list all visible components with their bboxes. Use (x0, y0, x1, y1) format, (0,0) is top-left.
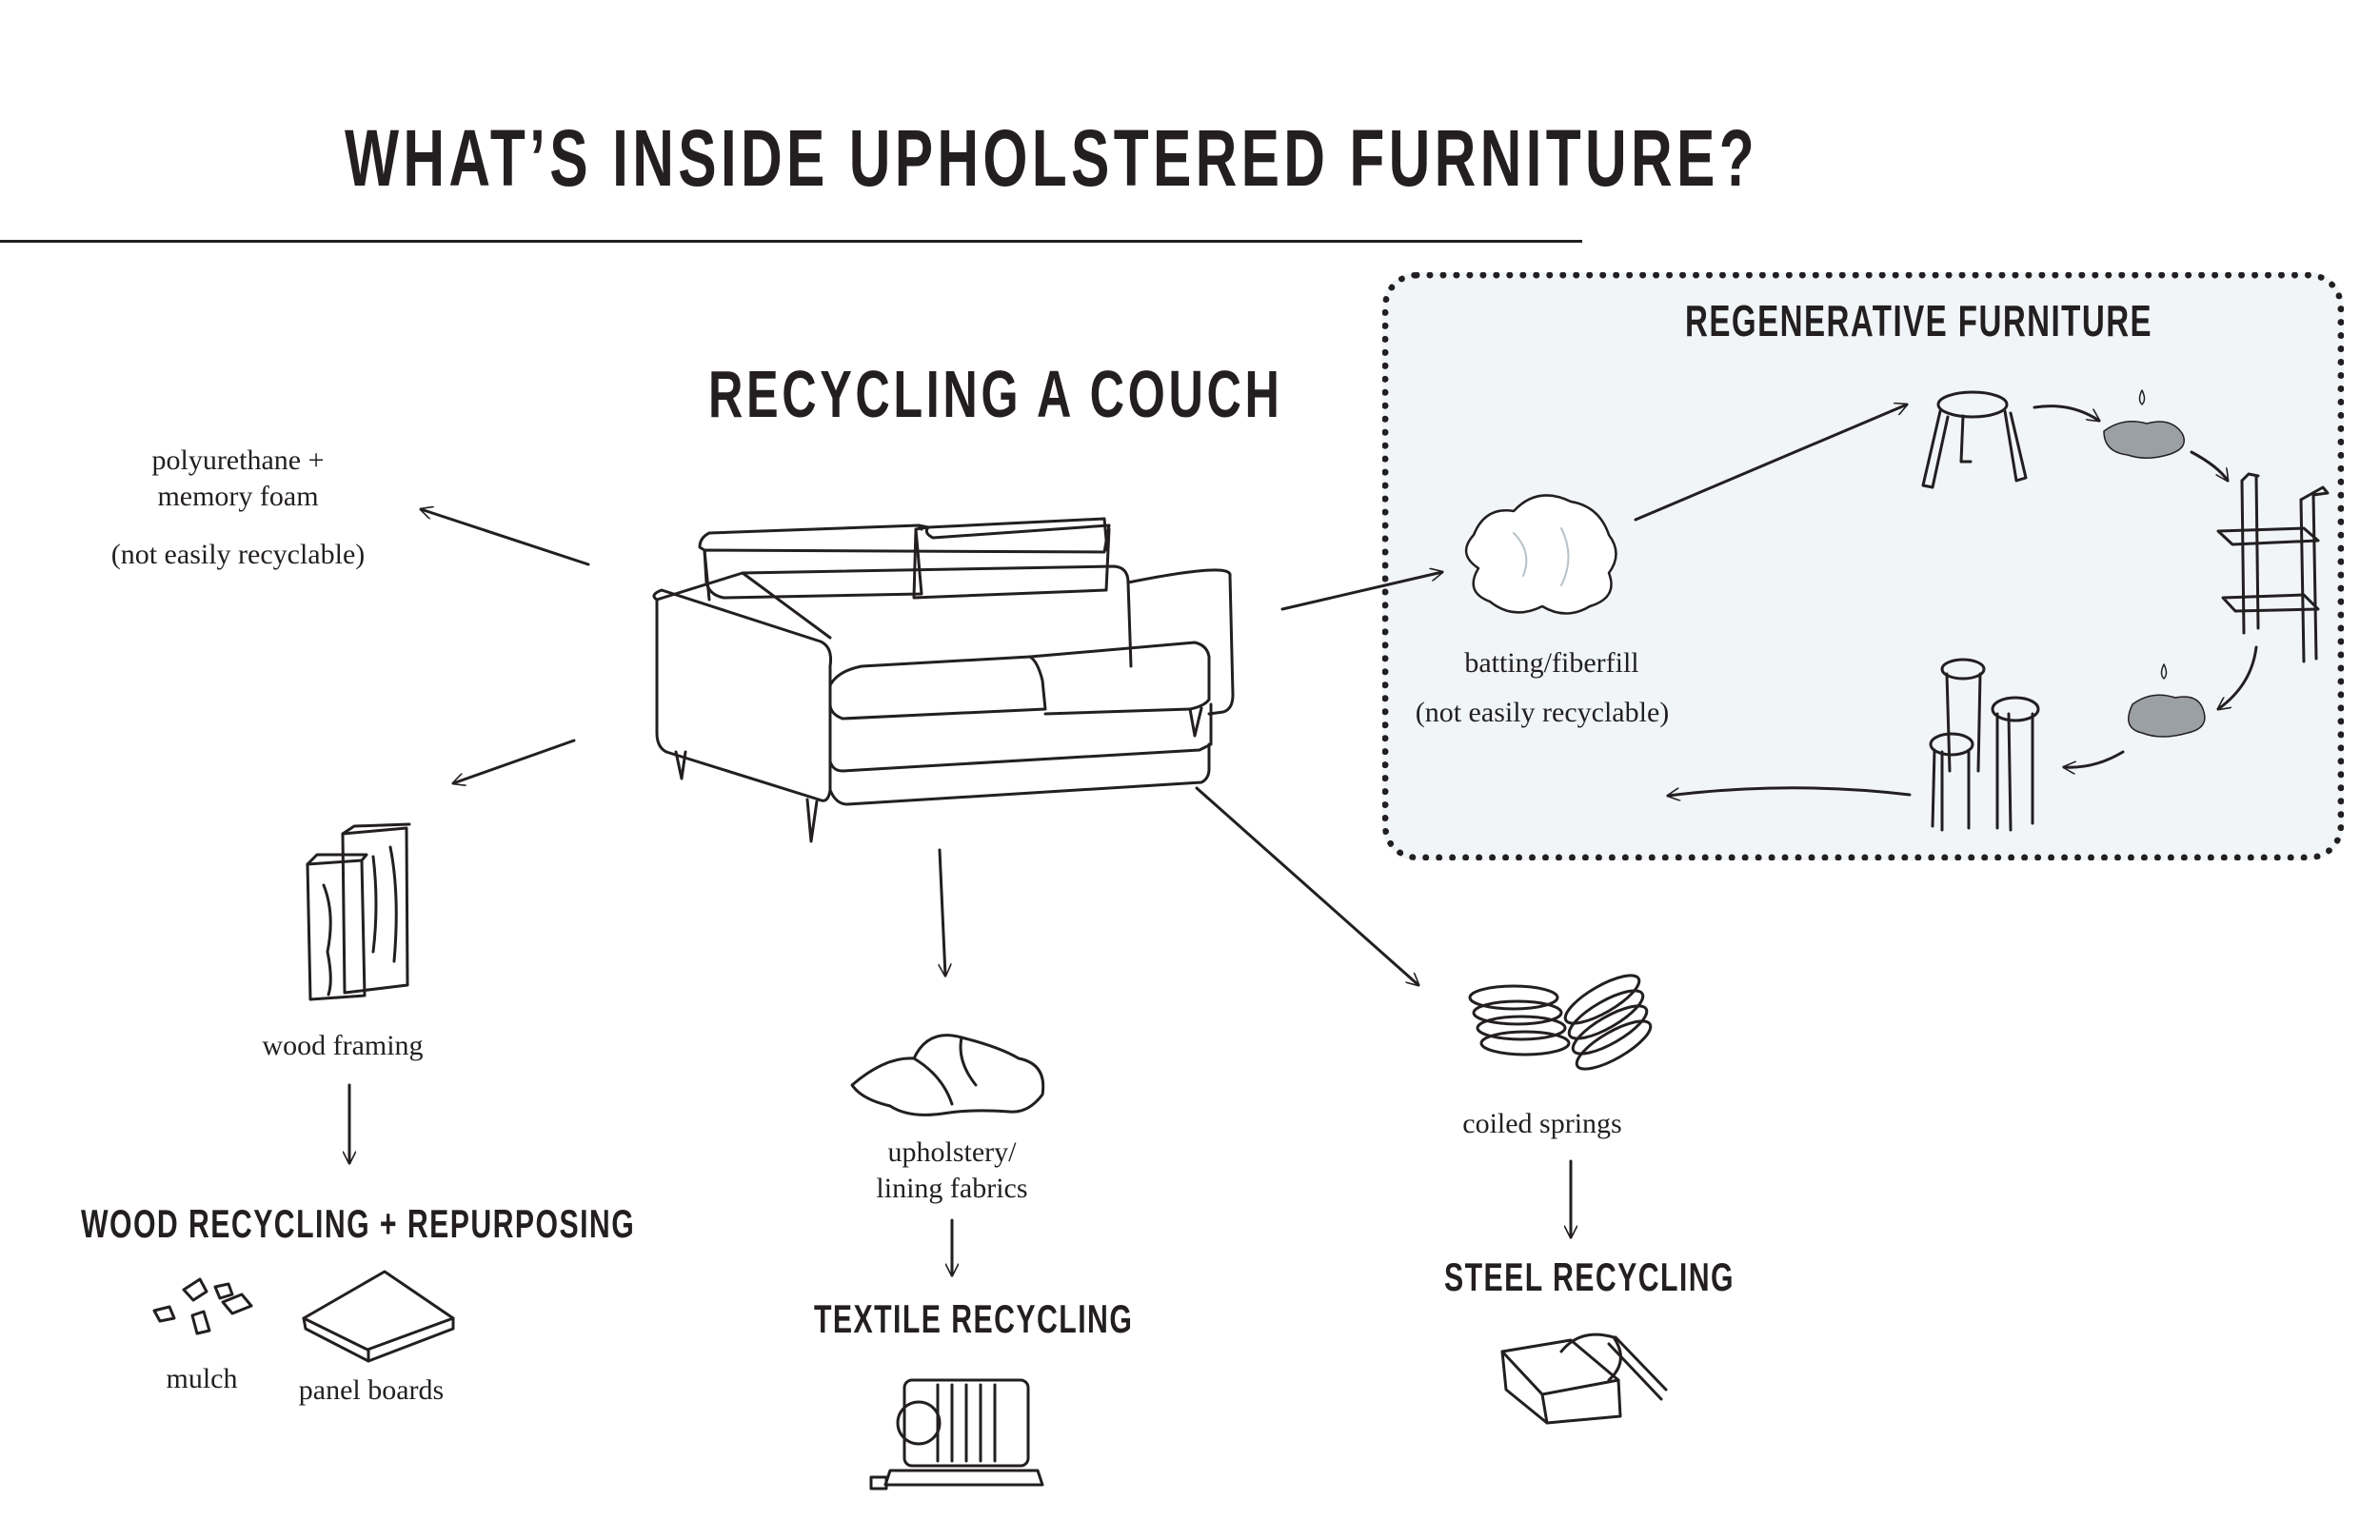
wood-block-icon (307, 824, 409, 999)
fabric-label-line1: upholstery/ (887, 1136, 1017, 1168)
steel-recycling-heading: STEEL RECYCLING (1444, 1254, 1735, 1299)
title-divider (0, 240, 1582, 243)
regenerative-furniture-title: REGENERATIVE FURNITURE (1685, 296, 2153, 346)
arrow-shelf-to-fiber (2218, 647, 2256, 709)
arrow-fiber-to-shelf (2192, 452, 2228, 481)
fabric-label: upholstery/ lining fabrics (843, 1135, 1061, 1206)
batting-fiberfill-icon (1466, 495, 1616, 613)
stool-icon (1923, 392, 2026, 487)
fabric-icon (852, 1036, 1043, 1116)
panel-boards-label: panel boards (298, 1374, 445, 1406)
fiber-clump-icon-bottom (2129, 664, 2205, 737)
foam-label-line1: polyurethane + (151, 444, 325, 476)
textile-machine-icon (871, 1380, 1042, 1489)
fiber-clump-icon-top (2104, 390, 2184, 458)
steel-recycling-icon (1502, 1334, 1666, 1423)
arrow-to-springs (1197, 788, 1418, 985)
foam-label: polyurethane + memory foam (143, 443, 333, 514)
foam-note: (not easily recyclable) (110, 539, 366, 570)
shelf-icon (2218, 474, 2328, 661)
arrow-batting-to-stool (1636, 405, 1907, 520)
arrow-to-batting (1282, 572, 1442, 609)
arrow-to-foam (421, 509, 588, 564)
mulch-label: mulch (166, 1363, 238, 1394)
coiled-springs-icon (1470, 967, 1656, 1077)
section-title: RECYCLING A COUCH (708, 357, 1283, 431)
arrow-tables-out (1668, 788, 1910, 796)
couch-icon (654, 519, 1233, 841)
arrow-fiber-to-tables (2064, 752, 2123, 767)
arrow-stool-to-fiber (2034, 406, 2099, 421)
arrow-to-fabric (940, 850, 945, 976)
wood-recycling-heading: WOOD RECYCLING + REPURPOSING (81, 1201, 636, 1246)
batting-note: (not easily recyclable) (1415, 697, 1670, 728)
foam-label-line2: memory foam (157, 480, 319, 512)
mulch-icon (154, 1279, 251, 1333)
page-title: WHAT’S INSIDE UPHOLSTERED FURNITURE? (345, 113, 1758, 203)
side-tables-icon (1931, 660, 2038, 830)
fabric-label-line2: lining fabrics (876, 1172, 1028, 1204)
coiled-springs-label: coiled springs (1462, 1108, 1622, 1139)
batting-label: batting/fiberfill (1464, 647, 1639, 679)
wood-framing-label: wood framing (262, 1030, 424, 1061)
textile-recycling-heading: TEXTILE RECYCLING (814, 1296, 1134, 1341)
panel-board-icon (304, 1272, 453, 1361)
arrow-to-wood (453, 740, 574, 783)
